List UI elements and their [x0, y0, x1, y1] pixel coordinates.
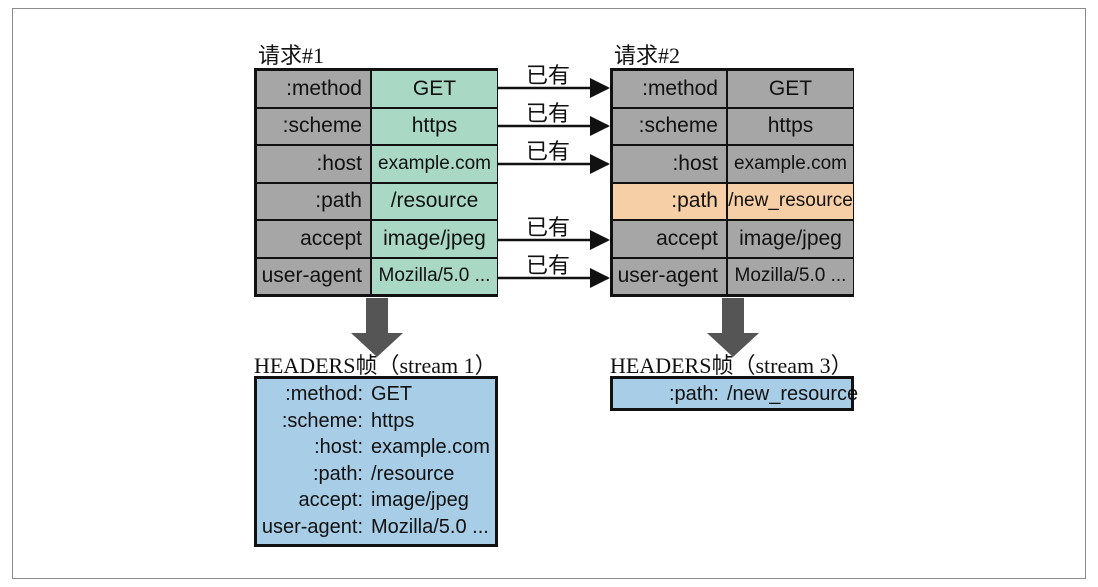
frame-header-name: user-agent:	[261, 515, 363, 538]
frame-header-value: /new_resource	[727, 383, 859, 405]
reuse-label: 已有	[526, 102, 571, 127]
request1-title: 请求#1	[258, 43, 325, 68]
header-name-cell: :scheme	[257, 108, 370, 144]
frame-header-name: :path:	[668, 383, 719, 405]
frame-header-value: image/jpeg	[371, 489, 469, 511]
header-name-cell: :path	[257, 183, 370, 219]
frame1-title: HEADERS帧（stream 1）	[254, 353, 497, 378]
header-value-cell: https	[372, 108, 497, 144]
header-value-cell: Mozilla/5.0 ...	[728, 258, 853, 294]
reuse-label: 已有	[526, 140, 571, 165]
header-value-cell: image/jpeg	[372, 221, 497, 257]
request2-title: 请求#2	[614, 43, 681, 68]
header-value-cell: GET	[728, 71, 853, 107]
frame-header-row: user-agent: Mozilla/5.0 ...	[257, 516, 495, 542]
frame-header-row: accept: image/jpeg	[257, 489, 495, 515]
frame-header-value: example.com	[371, 436, 490, 458]
reuse-label: 已有	[526, 254, 571, 279]
header-name-cell: :scheme	[613, 108, 726, 144]
header-name-cell: :path	[613, 183, 726, 219]
header-value-cell: example.com	[728, 146, 853, 182]
frame-header-row: :scheme: https	[257, 410, 495, 436]
header-name-cell: :method	[257, 71, 370, 107]
figure-border	[12, 8, 1086, 579]
headers-frame-stream-1: :method: GET :scheme: https :host: example.co…	[254, 376, 498, 547]
header-name-cell: user-agent	[613, 258, 726, 294]
frame2-title: HEADERS帧（stream 3）	[610, 353, 853, 378]
frame-header-name: accept:	[298, 489, 363, 511]
reuse-label: 已有	[526, 216, 571, 241]
header-name-cell: user-agent	[257, 258, 370, 294]
header-value-cell: GET	[372, 71, 497, 107]
frame-header-value: /resource	[371, 462, 455, 485]
header-value-cell: /resource	[372, 183, 497, 219]
frame-header-value: Mozilla/5.0 ...	[371, 515, 489, 538]
header-value-cell: image/jpeg	[728, 221, 853, 257]
frame-header-value: https	[371, 409, 415, 432]
reuse-label: 已有	[526, 64, 571, 89]
header-name-cell: accept	[257, 221, 370, 257]
frame-header-row: :path: /resource	[257, 463, 495, 489]
frame-header-name: :method:	[285, 383, 363, 405]
frame-header-value: GET	[371, 383, 413, 405]
down-arrow-request1	[351, 298, 403, 357]
frame-header-name: :scheme:	[281, 409, 363, 432]
frame-header-name: :host:	[314, 436, 363, 458]
header-value-cell: https	[728, 108, 853, 144]
header-name-cell: accept	[613, 221, 726, 257]
header-value-cell: example.com	[372, 146, 497, 182]
header-value-cell-changed: /new_resource	[728, 183, 853, 219]
frame-header-row: :method: GET	[257, 383, 495, 409]
down-arrow-request2	[707, 298, 759, 357]
header-value-cell: Mozilla/5.0 ...	[372, 258, 497, 294]
frame-header-row: :path: /new_resource	[613, 383, 858, 409]
frame-header-row: :host: example.com	[257, 436, 495, 462]
header-name-cell: :host	[257, 146, 370, 182]
header-name-cell: :method	[613, 71, 726, 107]
headers-frame-stream-3: :path: /new_resource	[610, 376, 858, 411]
frame-header-name: :path:	[312, 462, 363, 485]
header-name-cell: :host	[613, 146, 726, 182]
